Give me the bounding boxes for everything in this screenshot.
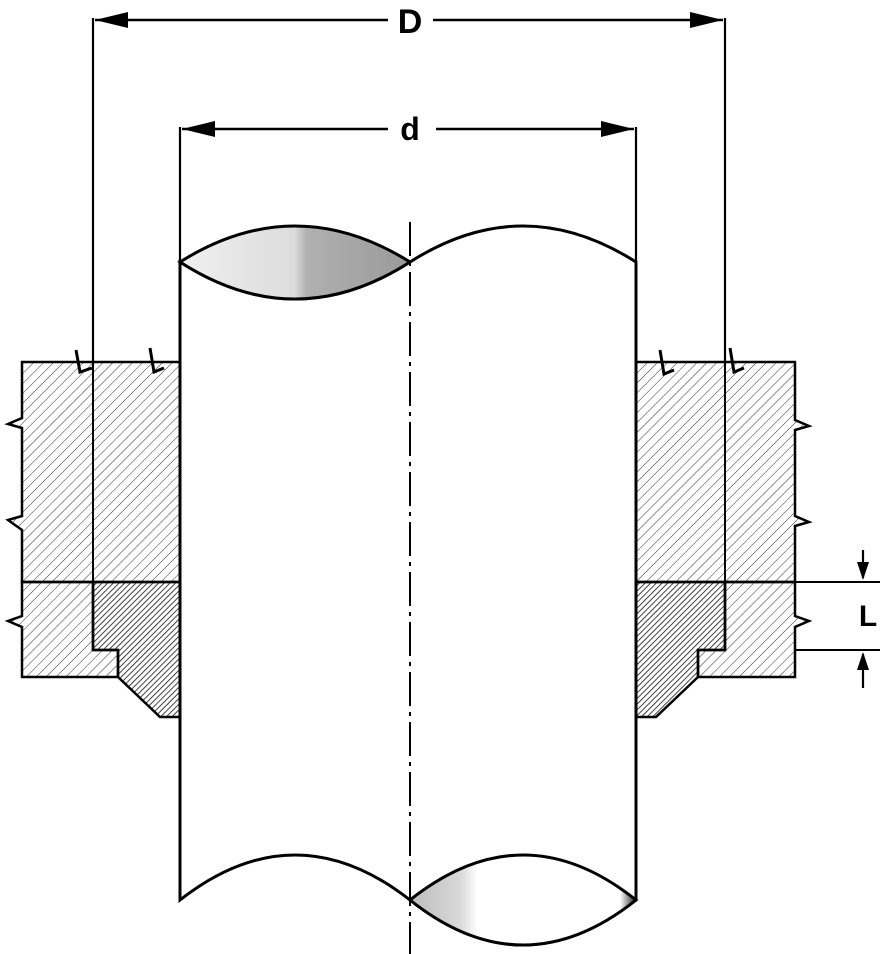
right-break-mark-2 (728, 347, 745, 375)
left-break-mark-2 (148, 347, 165, 375)
label-L: L (859, 600, 877, 633)
right-break-mark-1 (658, 349, 675, 377)
right-housing-upper (634, 360, 813, 584)
dimension-L: L (725, 550, 880, 688)
arrowhead-right-D (690, 12, 723, 28)
left-break-mark-1 (74, 349, 93, 374)
label-D: D (398, 3, 423, 41)
arrowhead-top-L (857, 562, 869, 580)
shaft-bottom-break-face (407, 853, 639, 947)
arrowhead-bottom-L (857, 652, 869, 670)
dimension-D: D (91, 3, 727, 365)
arrowhead-right-d (601, 121, 634, 137)
arrowhead-left-D (95, 12, 128, 28)
shaft-body (178, 224, 638, 947)
arrowhead-left-d (182, 121, 215, 137)
right-seal-lip (634, 580, 727, 719)
left-housing (4, 347, 182, 679)
left-seal-lip (91, 580, 182, 719)
label-d: d (400, 111, 420, 147)
dimension-d: d (178, 111, 638, 262)
